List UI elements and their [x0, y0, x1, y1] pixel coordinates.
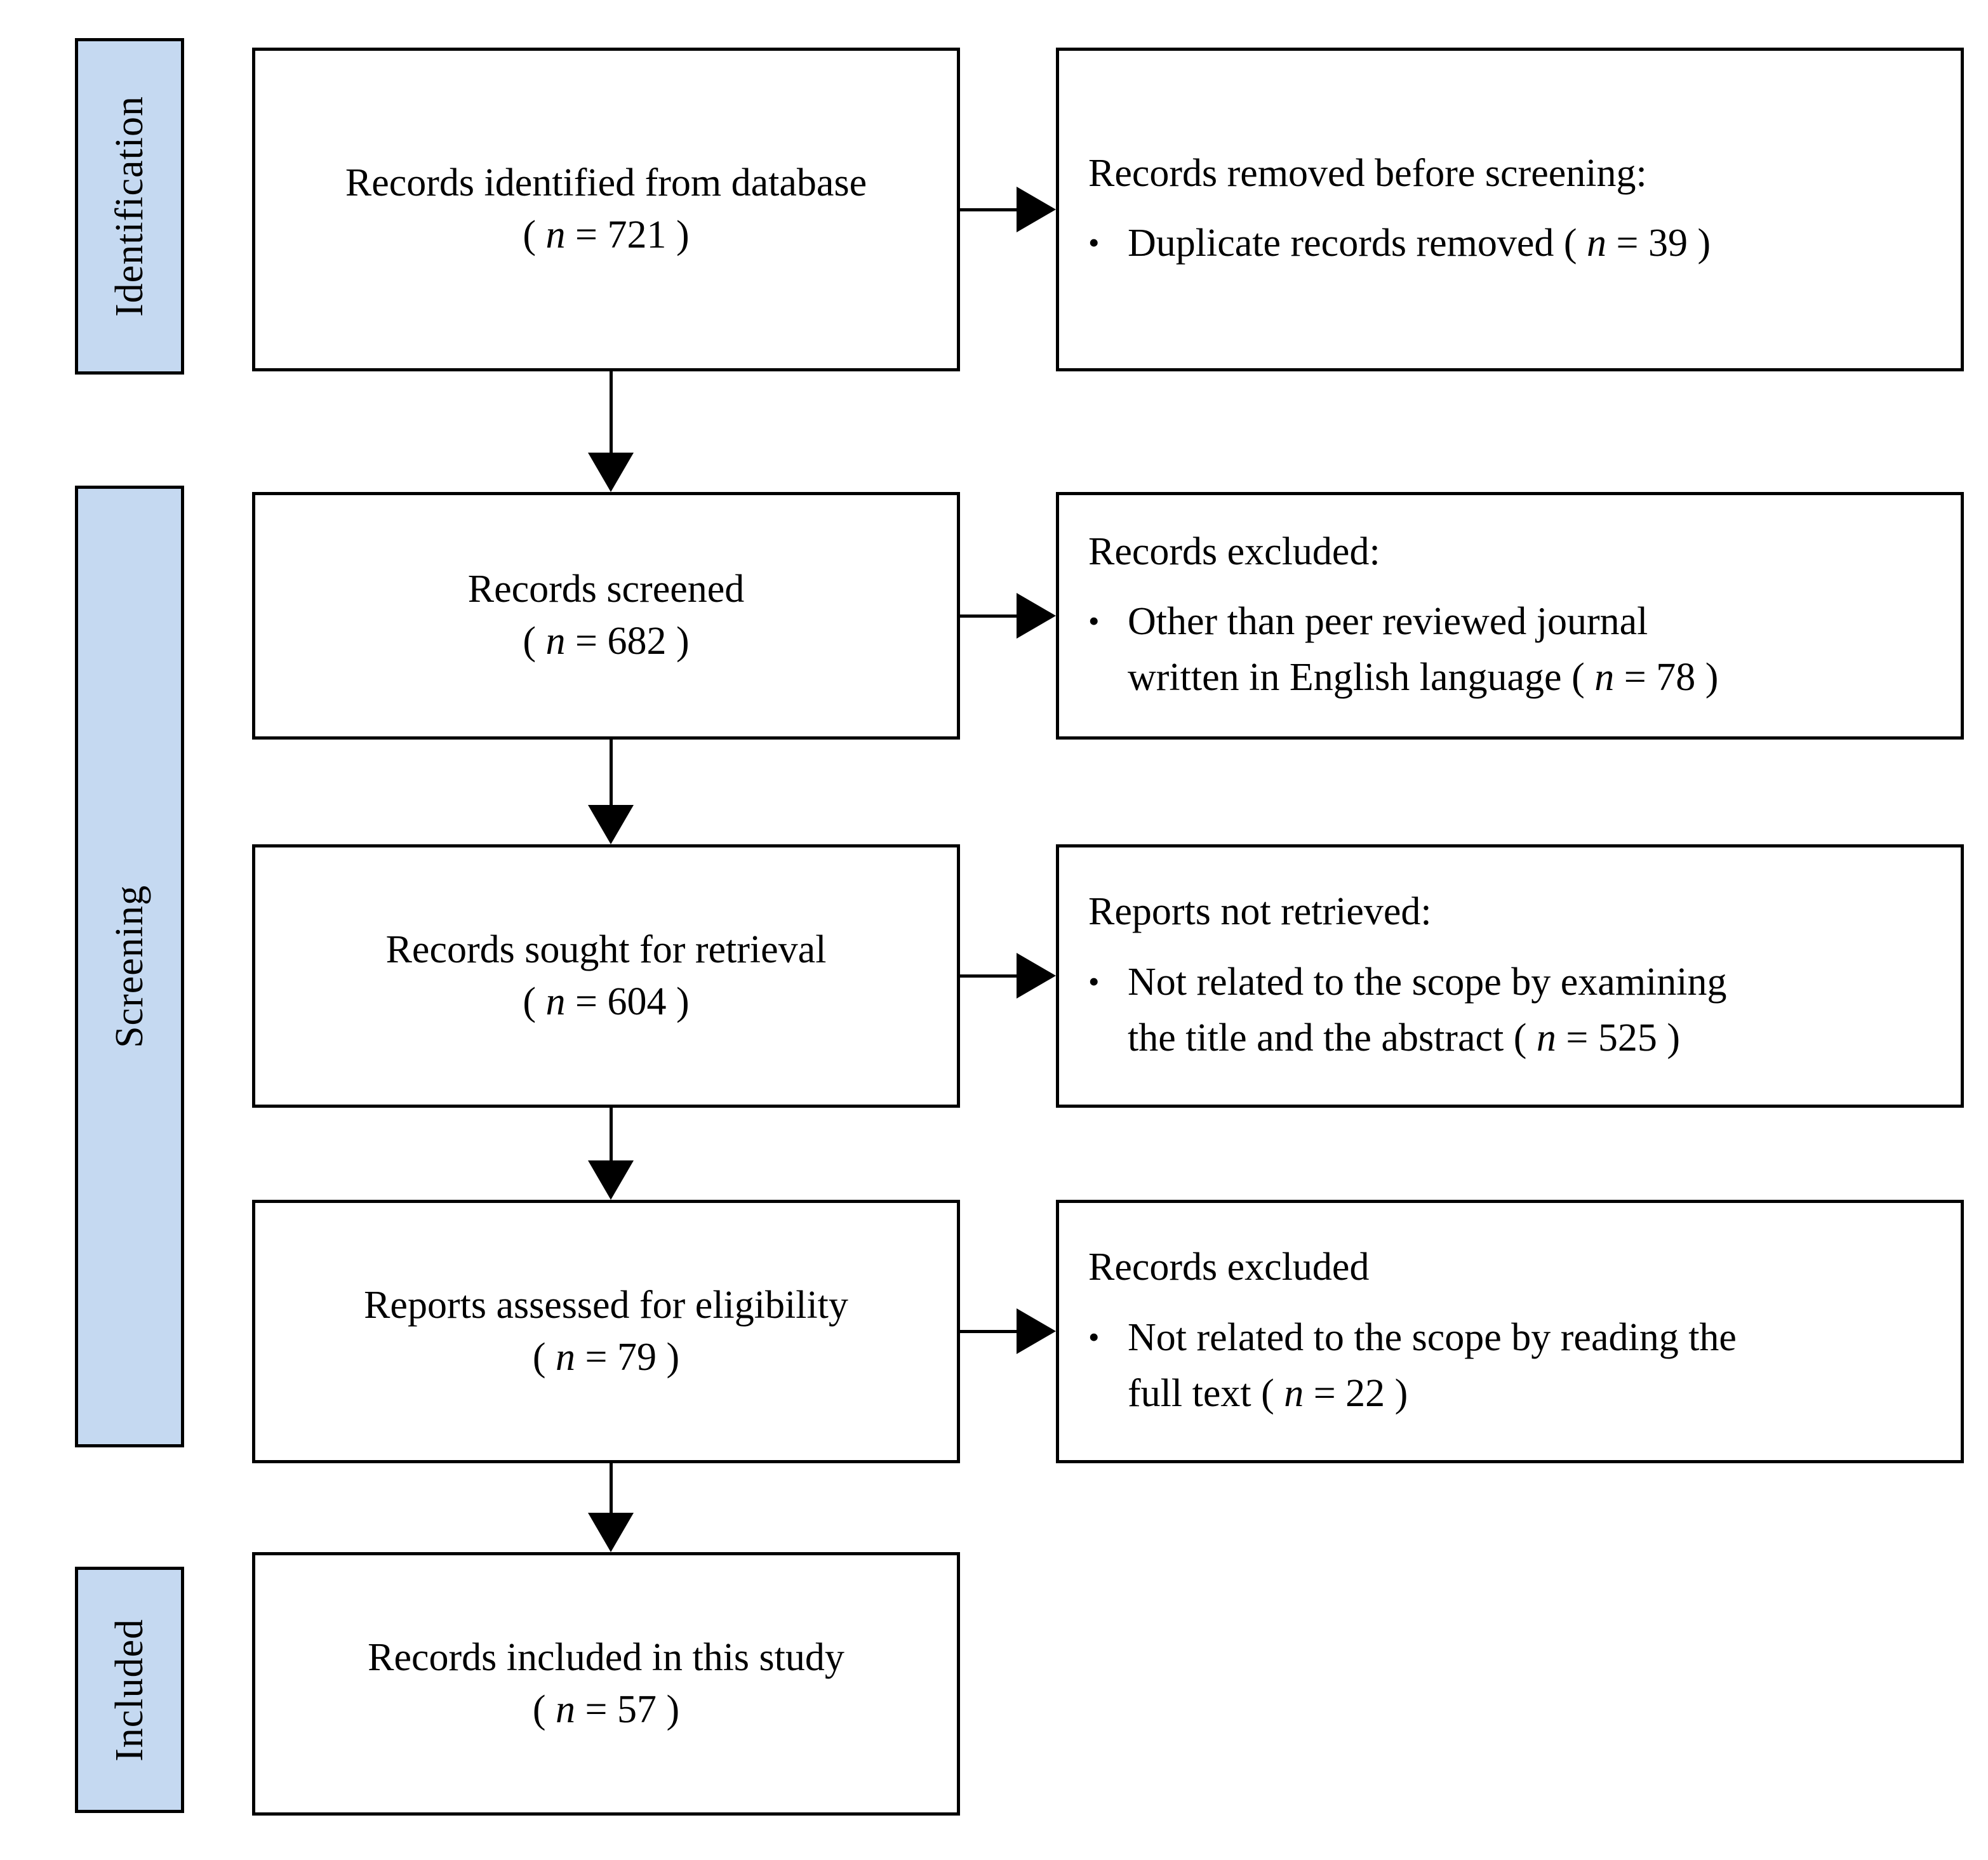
box-records-included-title: Records included in this study — [368, 1635, 844, 1679]
box-records-excluded-fulltext-bullet-line1: Not related to the scope by reading the — [1128, 1315, 1737, 1359]
box-records-identified-count: ( n = 721 ) — [523, 213, 690, 256]
bullet-icon: • — [1088, 1319, 1100, 1355]
box-records-identified: Records identified from database ( n = 7… — [252, 48, 960, 371]
box-records-sought: Records sought for retrieval ( n = 604 ) — [252, 844, 960, 1108]
box-records-removed-bullet: • Duplicate records removed ( n = 39 ) — [1088, 215, 1961, 271]
box-records-excluded-screening-bullet-line1: Other than peer reviewed journal — [1128, 600, 1648, 644]
box-records-excluded-screening-bullet: • Other than peer reviewed journal writt… — [1088, 594, 1961, 705]
box-reports-not-retrieved: Reports not retrieved: • Not related to … — [1056, 844, 1964, 1108]
box-records-excluded-fulltext: Records excluded • Not related to the sc… — [1056, 1200, 1964, 1463]
box-reports-not-retrieved-bullet-line1: Not related to the scope by examining — [1128, 960, 1727, 1004]
box-records-included: Records included in this study ( n = 57 … — [252, 1552, 960, 1816]
box-reports-assessed-title: Reports assessed for eligibility — [364, 1283, 848, 1327]
box-records-identified-title: Records identified from database — [345, 161, 867, 205]
stage-label-identification: Identification — [108, 96, 151, 317]
box-records-removed-heading: Records removed before screening: — [1088, 151, 1647, 195]
box-records-screened-title: Records screened — [467, 568, 745, 611]
bullet-icon: • — [1088, 225, 1100, 261]
box-reports-not-retrieved-bullet: • Not related to the scope by examining … — [1088, 954, 1961, 1066]
box-records-included-count: ( n = 57 ) — [532, 1687, 680, 1731]
box-records-excluded-fulltext-bullet: • Not related to the scope by reading th… — [1088, 1310, 1961, 1421]
box-reports-not-retrieved-bullet-line2: the title and the abstract ( n = 525 ) — [1128, 1016, 1680, 1060]
bullet-icon: • — [1088, 963, 1100, 999]
box-reports-not-retrieved-heading: Reports not retrieved: — [1088, 890, 1432, 934]
box-records-excluded-fulltext-bullet-line2: full text ( n = 22 ) — [1128, 1371, 1408, 1415]
box-records-removed: Records removed before screening: • Dupl… — [1056, 48, 1964, 371]
box-records-removed-bullet-text: Duplicate records removed ( n = 39 ) — [1128, 222, 1711, 265]
box-reports-assessed-count: ( n = 79 ) — [532, 1335, 680, 1379]
box-records-sought-title: Records sought for retrieval — [385, 927, 827, 971]
stage-band-included: Included — [75, 1567, 184, 1813]
stage-label-included: Included — [108, 1618, 151, 1762]
box-records-excluded-fulltext-heading: Records excluded — [1088, 1246, 1370, 1289]
stage-band-identification: Identification — [75, 38, 184, 375]
box-reports-assessed: Reports assessed for eligibility ( n = 7… — [252, 1200, 960, 1463]
box-records-screened-count: ( n = 682 ) — [523, 620, 690, 663]
box-records-sought-count: ( n = 604 ) — [523, 980, 690, 1023]
box-records-excluded-screening: Records excluded: • Other than peer revi… — [1056, 492, 1964, 740]
box-records-excluded-screening-bullet-line2: written in English language ( n = 78 ) — [1128, 656, 1719, 700]
box-records-screened: Records screened ( n = 682 ) — [252, 492, 960, 740]
stage-label-screening: Screening — [108, 885, 151, 1048]
stage-band-screening: Screening — [75, 486, 184, 1447]
box-records-excluded-screening-heading: Records excluded: — [1088, 529, 1380, 573]
bullet-icon: • — [1088, 603, 1100, 639]
